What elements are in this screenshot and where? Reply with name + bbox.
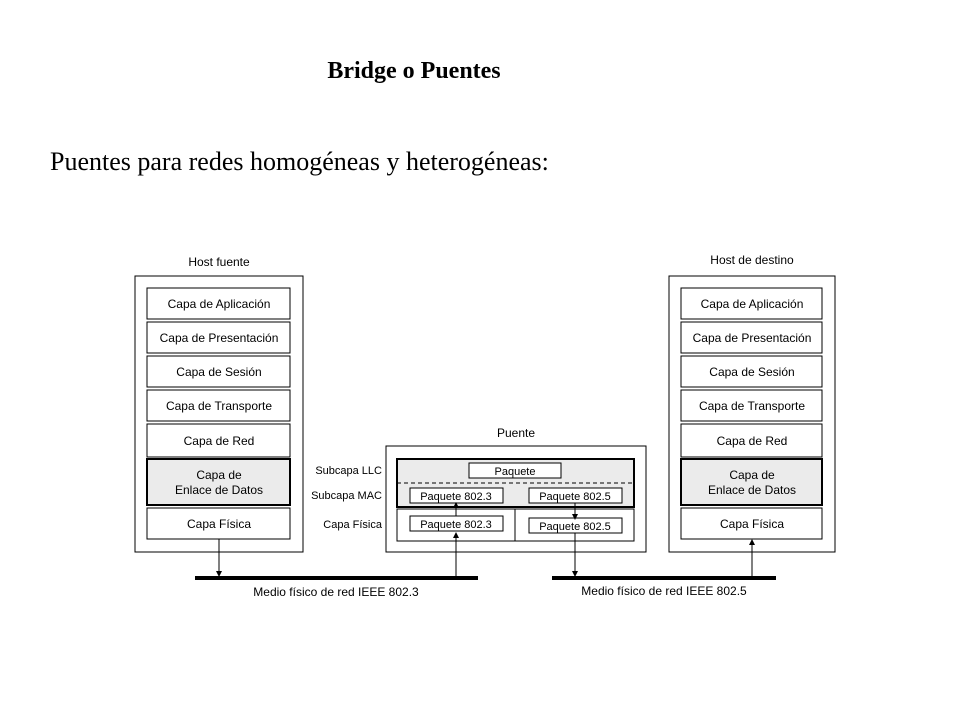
host-dest-layer-network [680, 423, 823, 458]
host-source-layer-datalink-label-1: Capa de [196, 468, 242, 482]
host-dest-layer-network-label: Capa de Red [717, 434, 788, 448]
host-dest-layer-presentation [680, 321, 823, 354]
host-source-layer-physical-label: Capa Física [187, 517, 251, 531]
bridge-packet-llc [468, 462, 562, 479]
host-source-layer-application [146, 287, 291, 320]
bridge-sublayer-mac-label: Subcapa MAC [311, 490, 382, 502]
host-dest-layer-application-label: Capa de Aplicación [701, 297, 804, 311]
host-source-layer-transport-label: Capa de Transporte [166, 399, 272, 413]
host-dest-label: Host de destino [710, 253, 794, 267]
bridge-sublayer-llc-label: Subcapa LLC [315, 465, 382, 477]
medium-8025-label: Medio físico de red IEEE 802.5 [581, 584, 747, 598]
host-dest-layer-datalink-label-1: Capa de [729, 468, 775, 482]
bridge-packet-llc-label: Paquete [495, 466, 536, 478]
medium-8023-label: Medio físico de red IEEE 802.3 [253, 585, 419, 599]
host-dest-layer-datalink-label-2: Enlace de Datos [708, 483, 796, 497]
host-source-layer-datalink [146, 458, 291, 506]
host-dest-layer-session-label: Capa de Sesión [709, 365, 794, 379]
host-source-layer-session [146, 355, 291, 388]
host-source-label: Host fuente [188, 255, 250, 269]
host-source-layer-application-label: Capa de Aplicación [168, 297, 271, 311]
page-title: Bridge o Puentes [327, 58, 501, 84]
bridge: Puente Subcapa LLC Subcapa MAC Capa Físi… [311, 426, 647, 553]
host-source: Host fuente Capa de Aplicación Capa de P… [134, 255, 304, 553]
bridge-packet-8025-phy-label: Paquete 802.5 [539, 521, 611, 533]
host-source-layer-session-label: Capa de Sesión [176, 365, 261, 379]
host-source-layer-presentation [146, 321, 291, 354]
bridge-packet-8023-mac-label: Paquete 802.3 [420, 491, 492, 503]
host-dest-layer-physical-label: Capa Física [720, 517, 784, 531]
host-dest: Host de destino Capa de Aplicación Capa … [668, 253, 836, 553]
host-dest-layer-transport [680, 389, 823, 422]
host-source-layer-datalink-label-2: Enlace de Datos [175, 483, 263, 497]
bridge-label: Puente [497, 426, 535, 440]
host-source-layer-physical [146, 507, 291, 540]
host-source-layer-transport [146, 389, 291, 422]
host-dest-layer-datalink [680, 458, 823, 506]
medium-8025: Medio físico de red IEEE 802.5 [552, 533, 776, 598]
medium-8023: Medio físico de red IEEE 802.3 [195, 532, 478, 599]
host-source-layer-presentation-label: Capa de Presentación [160, 331, 279, 345]
host-dest-layer-session [680, 355, 823, 388]
bridge-packet-8023-phy-label: Paquete 802.3 [420, 519, 492, 531]
host-dest-layer-application [680, 287, 823, 320]
host-source-layer-network [146, 423, 291, 458]
page-subtitle: Puentes para redes homogéneas y heterogé… [50, 147, 549, 176]
host-dest-layer-transport-label: Capa de Transporte [699, 399, 805, 413]
bridge-physical-label: Capa Física [323, 519, 383, 531]
host-dest-layer-presentation-label: Capa de Presentación [693, 331, 812, 345]
host-dest-layer-physical [680, 507, 823, 540]
bridge-packet-8025-mac-label: Paquete 802.5 [539, 491, 611, 503]
host-source-layer-network-label: Capa de Red [184, 434, 255, 448]
